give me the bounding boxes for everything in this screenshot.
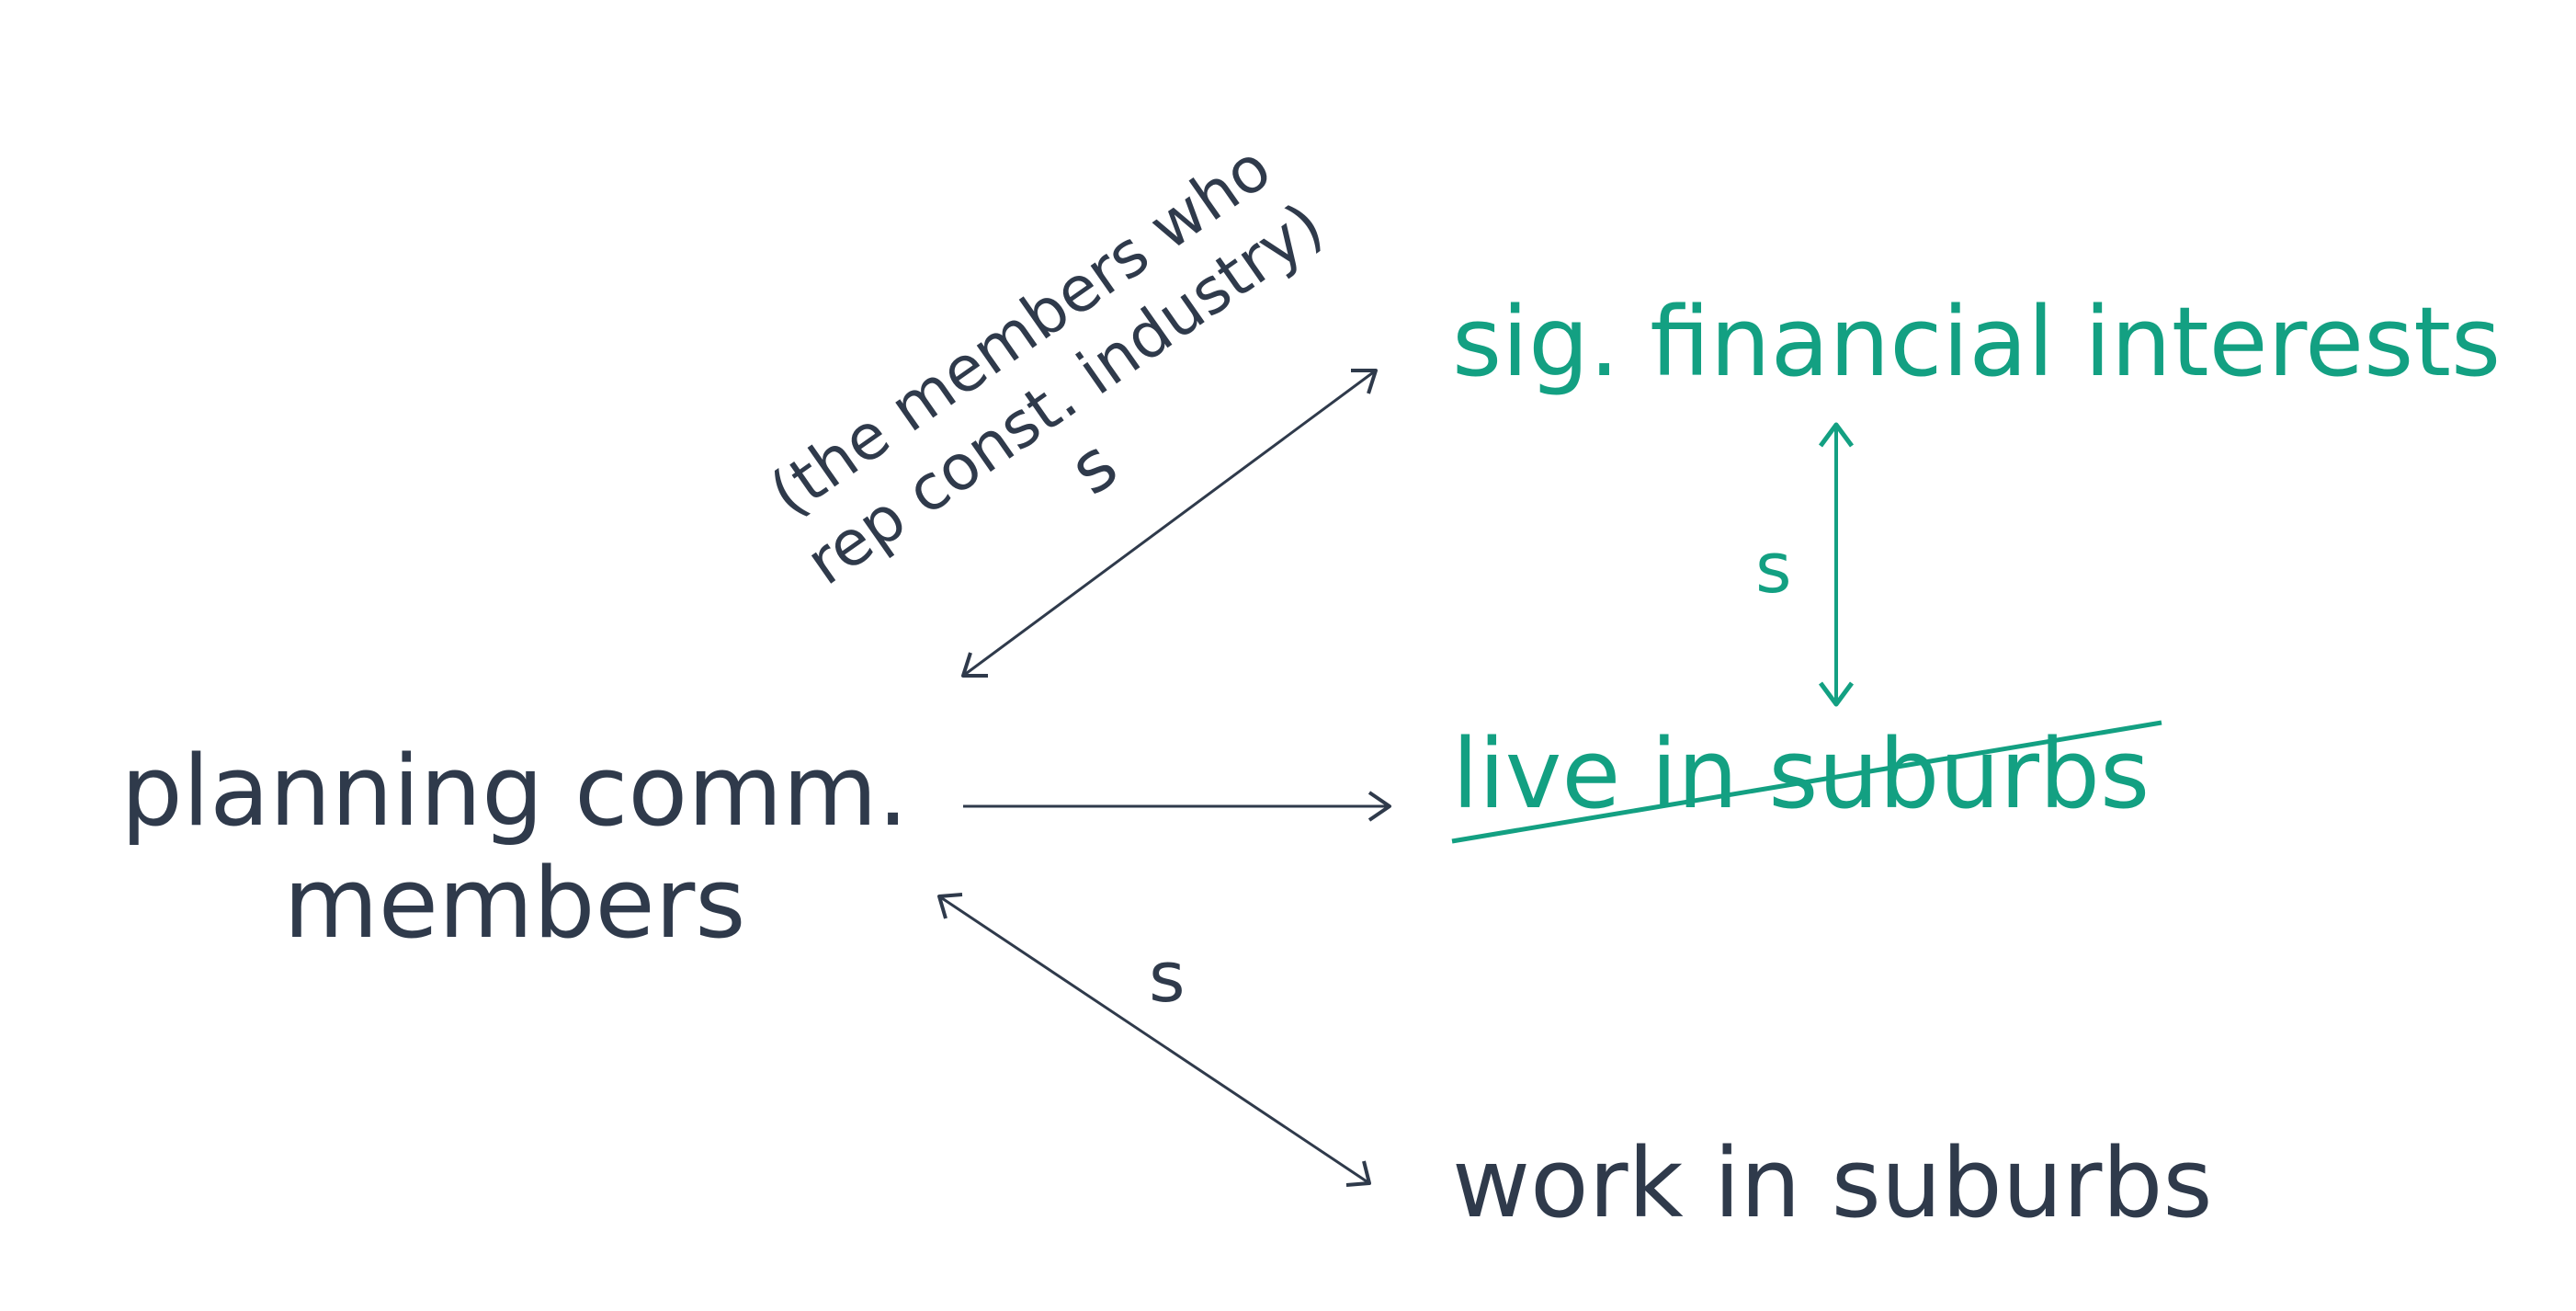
node-planning-line1: planning comm.	[120, 735, 909, 848]
edge-label-bottom: s	[1149, 936, 1186, 1018]
strikethrough-line	[1451, 720, 2162, 844]
node-financial-interests: sig. financial interests	[1452, 286, 2502, 398]
node-live-in-suburbs: live in suburbs	[1452, 718, 2150, 830]
arrow-planning-work	[937, 893, 1371, 1187]
edge-label-middle: s	[1755, 527, 1792, 609]
node-planning-line2: members	[283, 847, 746, 960]
node-planning-committee: planning comm. members	[55, 735, 974, 960]
node-work-in-suburbs: work in suburbs	[1452, 1127, 2213, 1239]
arrow-planning-live	[963, 791, 1391, 822]
arrow-financial-live	[1818, 422, 1855, 707]
arrow-planning-financial	[961, 369, 1378, 678]
